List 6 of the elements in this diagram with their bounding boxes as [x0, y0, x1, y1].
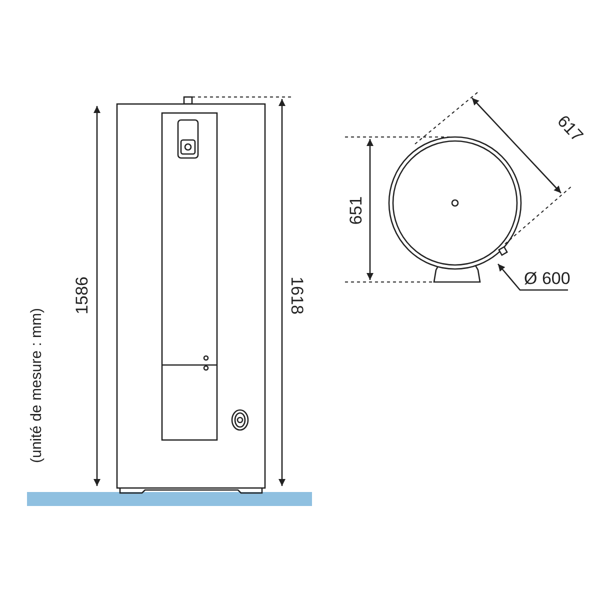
dimension-value: 1586 [73, 276, 90, 314]
dimension-value: 617 [554, 112, 586, 144]
unit-note: (unité de mesure : mm) [28, 307, 44, 463]
dimension-value: 1618 [288, 276, 306, 314]
dimension-value: 651 [348, 196, 365, 224]
dimension-value: Ø 600 [524, 270, 570, 286]
